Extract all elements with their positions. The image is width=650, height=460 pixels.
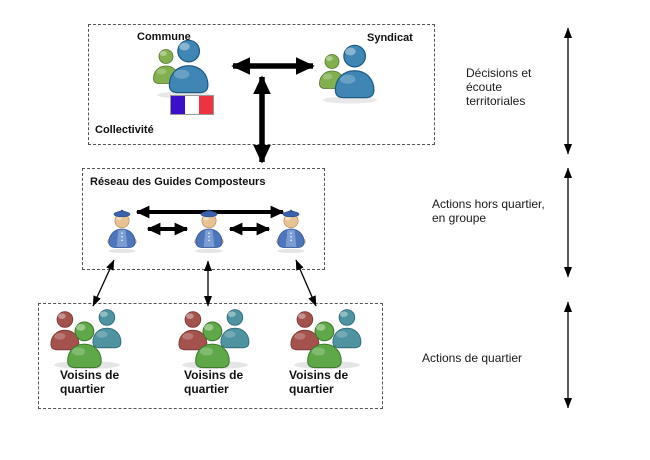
guide3-voisins3-arrow <box>295 259 317 307</box>
guide-composteur-icon-2 <box>194 209 224 254</box>
annotation-decisions-territoriales: Décisions et écoute territoriales <box>466 66 532 109</box>
french-flag-icon <box>170 95 214 115</box>
voisins-label-2: Voisins de quartier <box>184 368 244 396</box>
collectivite-label: Collectivité <box>95 124 154 136</box>
commune-people-icon <box>153 40 211 99</box>
guide1-voisins1-arrow <box>92 259 115 307</box>
voisins-group-icon-2 <box>178 309 249 369</box>
reseau-guides-label: Réseau des Guides Composteurs <box>90 176 266 188</box>
flag-white-stripe <box>185 96 199 114</box>
guide-composteur-icon-1 <box>107 209 137 254</box>
syndicat-label: Syndicat <box>367 32 413 44</box>
reseau-guides-box <box>82 168 325 270</box>
guide-composteur-icon-3 <box>276 209 306 254</box>
syndicat-people-icon <box>319 45 377 104</box>
voisins-group-icon-1 <box>50 309 121 369</box>
voisins-label-3: Voisins de quartier <box>289 368 349 396</box>
commune-label: Commune <box>137 31 191 43</box>
annotation-actions-hors-quartier: Actions hors quartier, en groupe <box>432 197 545 226</box>
voisins-label-1: Voisins de quartier <box>60 368 120 396</box>
voisins-group-icon-3 <box>290 309 361 369</box>
flag-red-stripe <box>199 96 213 114</box>
annotation-actions-de-quartier: Actions de quartier <box>422 351 523 365</box>
flag-blue-stripe <box>171 96 185 114</box>
